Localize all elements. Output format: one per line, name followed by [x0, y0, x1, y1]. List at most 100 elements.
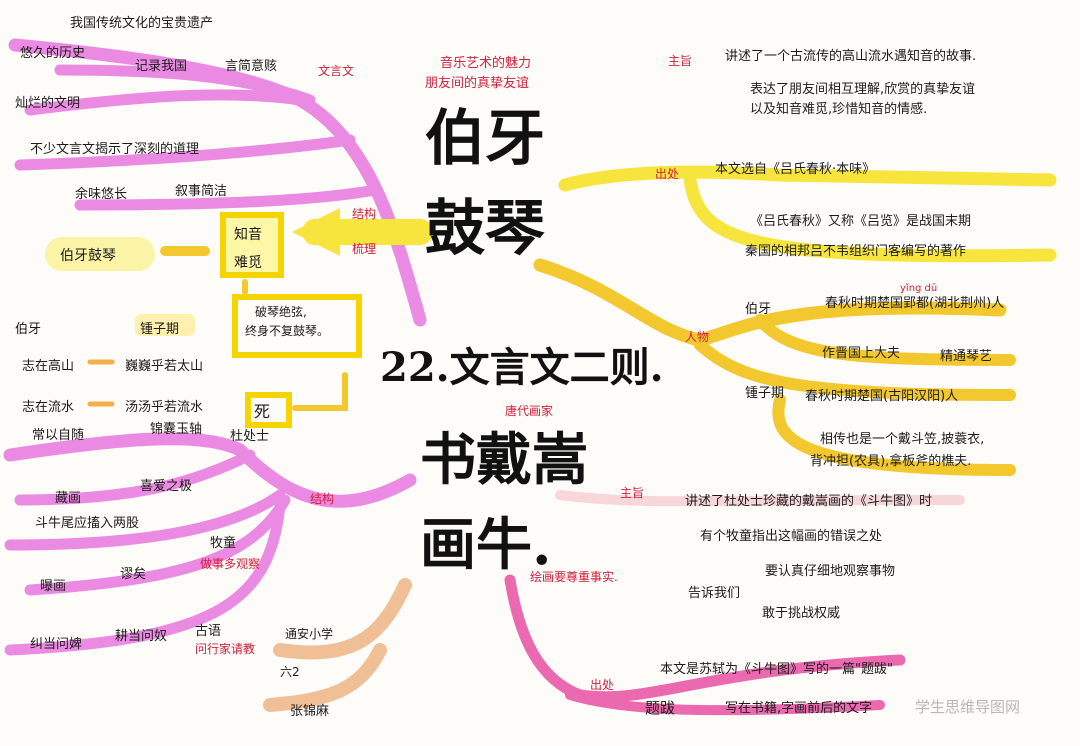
- pink-branch: [24, 89, 306, 116]
- item-love: 喜爱之极: [140, 479, 193, 494]
- title-part3: 书戴嵩: [420, 427, 588, 493]
- label-ask-expert: 问行家请教: [195, 642, 256, 656]
- item-narrative: 叙事简洁: [175, 184, 228, 199]
- gold-branch: [754, 314, 1016, 366]
- peach-school: 通安小学: [285, 627, 334, 641]
- top-note-1: 音乐艺术的魅力: [440, 56, 532, 71]
- peach-branch: [263, 643, 387, 712]
- item-collect: 藏画: [55, 491, 82, 506]
- label-structure: 结构: [352, 207, 377, 221]
- tiba-desc: 写在书籍,字画前后的文字: [725, 701, 873, 716]
- peach-name: 张锦麻: [290, 704, 330, 719]
- gold-branch-main: [533, 258, 1007, 347]
- pink-branch-main: [504, 574, 906, 703]
- salmon-branch: [555, 490, 965, 507]
- zhiyin-text-1: 知音: [234, 227, 262, 243]
- theme-line2: 表达了朋友间相互理解,欣赏的真挚友谊: [750, 82, 976, 97]
- watermark: 学生思维导图网: [915, 698, 1021, 716]
- label-comb: 梳理: [352, 242, 377, 256]
- break-qin-box: [232, 294, 362, 358]
- row1-a: 志在高山: [22, 359, 75, 374]
- theme-line3: 以及知音难觅,珍惜知音的情感.: [750, 102, 928, 117]
- death-text: 死: [254, 402, 271, 421]
- title-part4: 画牛.: [420, 512, 552, 578]
- zhong-line2: 相传也是一个戴斗笠,披蓑衣,: [820, 432, 985, 447]
- item-civilization: 灿烂的文明: [15, 96, 81, 111]
- row2-a: 志在流水: [22, 400, 75, 415]
- label-wenyanwen: 文言文: [318, 64, 355, 78]
- source-line1: 本文选自《吕氏春秋·本味》: [715, 162, 876, 177]
- pink-branch: [24, 494, 291, 596]
- item-truth: 不少文言文揭示了深刻的道理: [30, 142, 200, 157]
- item-heritage: 我国传统文化的宝贵遗产: [70, 16, 214, 31]
- pink-branch: [4, 489, 286, 551]
- pinyin-note: yǐng dū: [900, 283, 938, 294]
- zhong-line1: 春秋时期楚国(古阳汉阳)人: [805, 389, 959, 404]
- draw-note: 绘画要尊重事实.: [530, 570, 618, 584]
- theme2-line1: 讲述了杜处士珍藏的戴嵩画的《斗牛图》时: [685, 494, 933, 509]
- lesson-title: 22.文言文二则.: [380, 344, 664, 391]
- pink-branch: [74, 184, 381, 211]
- item-wrong: 谬矣: [120, 567, 147, 582]
- label-theme: 主旨: [668, 54, 693, 68]
- peach-branch: [273, 578, 412, 660]
- break-qin-line1: 破琴绝弦,: [255, 305, 307, 319]
- item-carry: 常以自随: [32, 428, 85, 443]
- pink-branch: [14, 134, 356, 171]
- yellow-arrow-head: [292, 208, 340, 256]
- death-box: [245, 392, 292, 428]
- boya-line2: 作晋国上大夫: [822, 346, 901, 361]
- item-sun: 曝画: [40, 579, 67, 594]
- theme2-line5: 敢于挑战权威: [762, 606, 841, 621]
- person-boya: 伯牙: [745, 302, 772, 317]
- zhiyin-box: [220, 212, 284, 278]
- pink-branch-main: [3, 432, 417, 508]
- label-source-2: 出处: [590, 678, 615, 692]
- title-part1: 伯牙: [425, 104, 545, 174]
- tiba-term: 题跋: [645, 699, 676, 717]
- pink-branch: [54, 64, 316, 106]
- pink-branch: [565, 690, 885, 716]
- zhong-highlight: [135, 314, 195, 336]
- source-line3: 秦国的相邦吕不韦组织门客编写的著作: [745, 244, 967, 259]
- label-structure-2: 结构: [310, 492, 335, 506]
- label-people: 人物: [685, 330, 710, 344]
- item-saying: 古语: [195, 624, 222, 639]
- top-note-2: 朋友间的真挚友谊: [425, 76, 530, 91]
- item-lingering: 余味悠长: [75, 187, 128, 202]
- break-qin-line2: 终身不复鼓琴。: [245, 324, 330, 338]
- boya-line1: 春秋时期楚国郢都(湖北荆州)人: [825, 296, 1005, 311]
- theme-line1: 讲述了一个古流传的高山流水遇知音的故事.: [725, 49, 977, 64]
- row2-b: 汤汤乎若流水: [125, 400, 204, 415]
- theme2-line4: 告诉我们: [688, 586, 741, 601]
- pink-branch: [14, 449, 256, 506]
- source-line2: 《吕氏春秋》又称《吕览》是战国末期: [750, 214, 972, 229]
- zhong-line3: 背冲担(农具),拿板斧的樵夫.: [810, 454, 972, 469]
- boya-line3: 精通琴艺: [940, 349, 993, 364]
- gold-branch: [772, 394, 1016, 476]
- row1-b: 巍巍乎若太山: [125, 359, 204, 374]
- col-header-zhong: 锺子期: [140, 322, 180, 337]
- source2-line1: 本文是苏轼为《斗牛图》写的一篇"题跋": [660, 662, 893, 677]
- label-observe: 做事多观察: [200, 557, 261, 571]
- title-part2: 鼓琴: [425, 194, 545, 264]
- yellow-branch-main: [558, 165, 1057, 192]
- item-record: 记录我国: [135, 59, 188, 74]
- boya-pill-text: 伯牙鼓琴: [60, 248, 116, 264]
- dai-note: 唐代画家: [505, 404, 554, 418]
- yellow-branch: [683, 173, 1057, 263]
- theme2-line3: 要认真仔细地观察事物: [765, 564, 896, 579]
- label-source: 出处: [655, 167, 680, 181]
- item-tail: 斗牛尾应搐入两股: [35, 516, 140, 531]
- theme2-line2: 有个牧童指出这幅画的错误之处: [700, 529, 883, 544]
- item-history: 悠久的历史: [20, 46, 86, 61]
- item-plough: 耕当问奴: [115, 629, 168, 644]
- label-theme-2: 主旨: [620, 486, 645, 500]
- item-concise: 言简意赅: [225, 59, 278, 74]
- boya-pill: [45, 237, 155, 271]
- gold-arrow: [292, 372, 348, 411]
- gold-branch: [694, 339, 1016, 401]
- col-header-boya: 伯牙: [15, 322, 42, 337]
